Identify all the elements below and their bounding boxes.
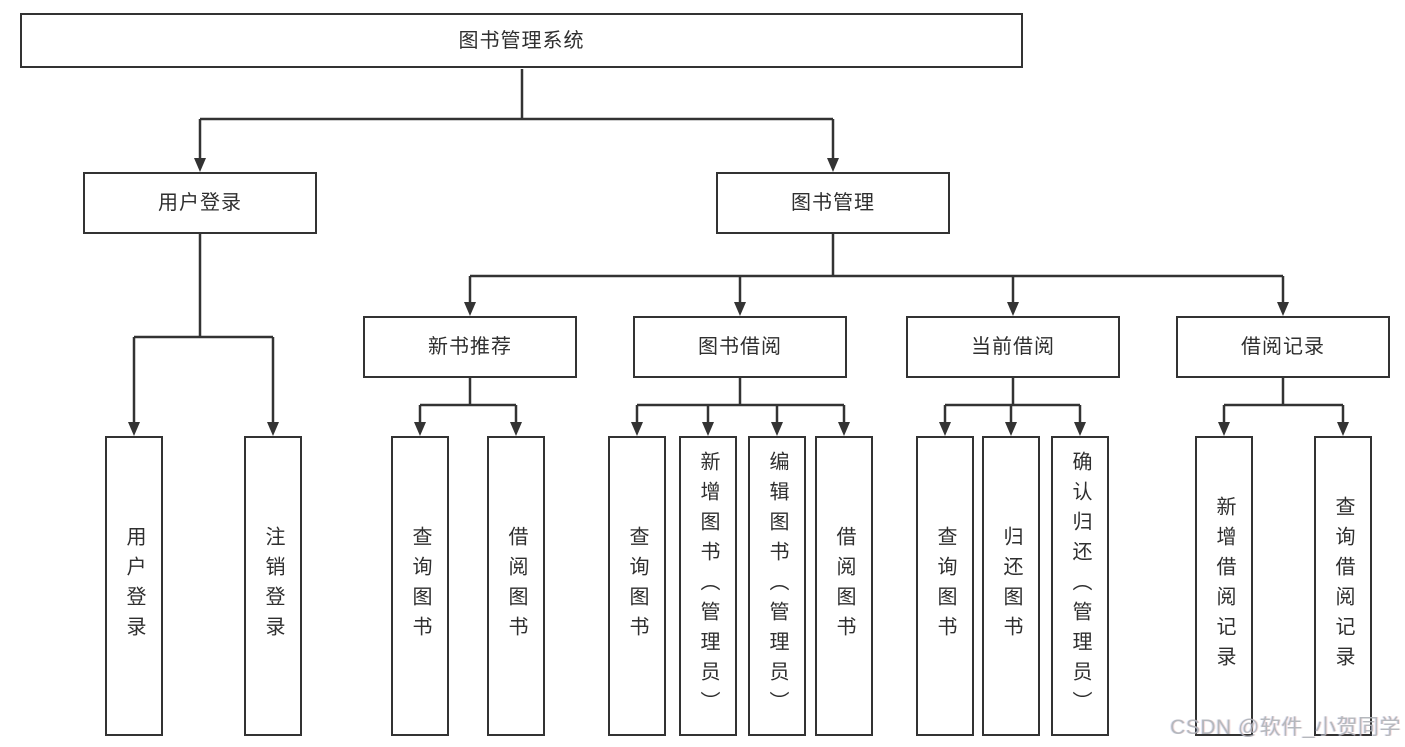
csdn-watermark: CSDN @软件_小贺同学 bbox=[1170, 716, 1401, 739]
leaf-borrow-add-label: 新增图书（管理员） bbox=[697, 451, 719, 721]
leaf-user-login: 用户登录 bbox=[105, 436, 163, 736]
leaf-borrow-borrow-label: 借阅图书 bbox=[833, 526, 855, 646]
leaf-record-add: 新增借阅记录 bbox=[1195, 436, 1253, 736]
leaf-newbook-query: 查询图书 bbox=[391, 436, 449, 736]
leaf-borrow-edit-label: 编辑图书（管理员） bbox=[766, 451, 788, 721]
connector-arrowheads bbox=[128, 158, 1349, 436]
leaf-current-query-label: 查询图书 bbox=[934, 526, 956, 646]
leaf-borrow-query-label: 查询图书 bbox=[626, 526, 648, 646]
leaf-newbook-borrow-label: 借阅图书 bbox=[505, 526, 527, 646]
node-current-borrow: 当前借阅 bbox=[906, 316, 1120, 378]
leaf-newbook-borrow: 借阅图书 bbox=[487, 436, 545, 736]
leaf-record-query: 查询借阅记录 bbox=[1314, 436, 1372, 736]
leaf-borrow-add: 新增图书（管理员） bbox=[679, 436, 737, 736]
leaf-borrow-edit: 编辑图书（管理员） bbox=[748, 436, 806, 736]
leaf-borrow-borrow: 借阅图书 bbox=[815, 436, 873, 736]
node-book-management: 图书管理 bbox=[716, 172, 950, 234]
leaf-current-query: 查询图书 bbox=[916, 436, 974, 736]
node-borrow-record: 借阅记录 bbox=[1176, 316, 1390, 378]
leaf-current-confirm-label: 确认归还（管理员） bbox=[1069, 451, 1091, 721]
node-root: 图书管理系统 bbox=[20, 13, 1023, 68]
leaf-current-confirm: 确认归还（管理员） bbox=[1051, 436, 1109, 736]
leaf-logout: 注销登录 bbox=[244, 436, 302, 736]
node-user-login: 用户登录 bbox=[83, 172, 317, 234]
leaf-record-query-label: 查询借阅记录 bbox=[1332, 496, 1354, 676]
leaf-newbook-query-label: 查询图书 bbox=[409, 526, 431, 646]
leaf-record-add-label: 新增借阅记录 bbox=[1213, 496, 1235, 676]
node-book-borrow: 图书借阅 bbox=[633, 316, 847, 378]
connector-stems bbox=[132, 69, 1345, 423]
leaf-logout-label: 注销登录 bbox=[262, 526, 284, 646]
leaf-borrow-query: 查询图书 bbox=[608, 436, 666, 736]
node-new-book-recommend: 新书推荐 bbox=[363, 316, 577, 378]
leaf-current-return: 归还图书 bbox=[982, 436, 1040, 736]
leaf-user-login-label: 用户登录 bbox=[123, 526, 145, 646]
leaf-current-return-label: 归还图书 bbox=[1000, 526, 1022, 646]
